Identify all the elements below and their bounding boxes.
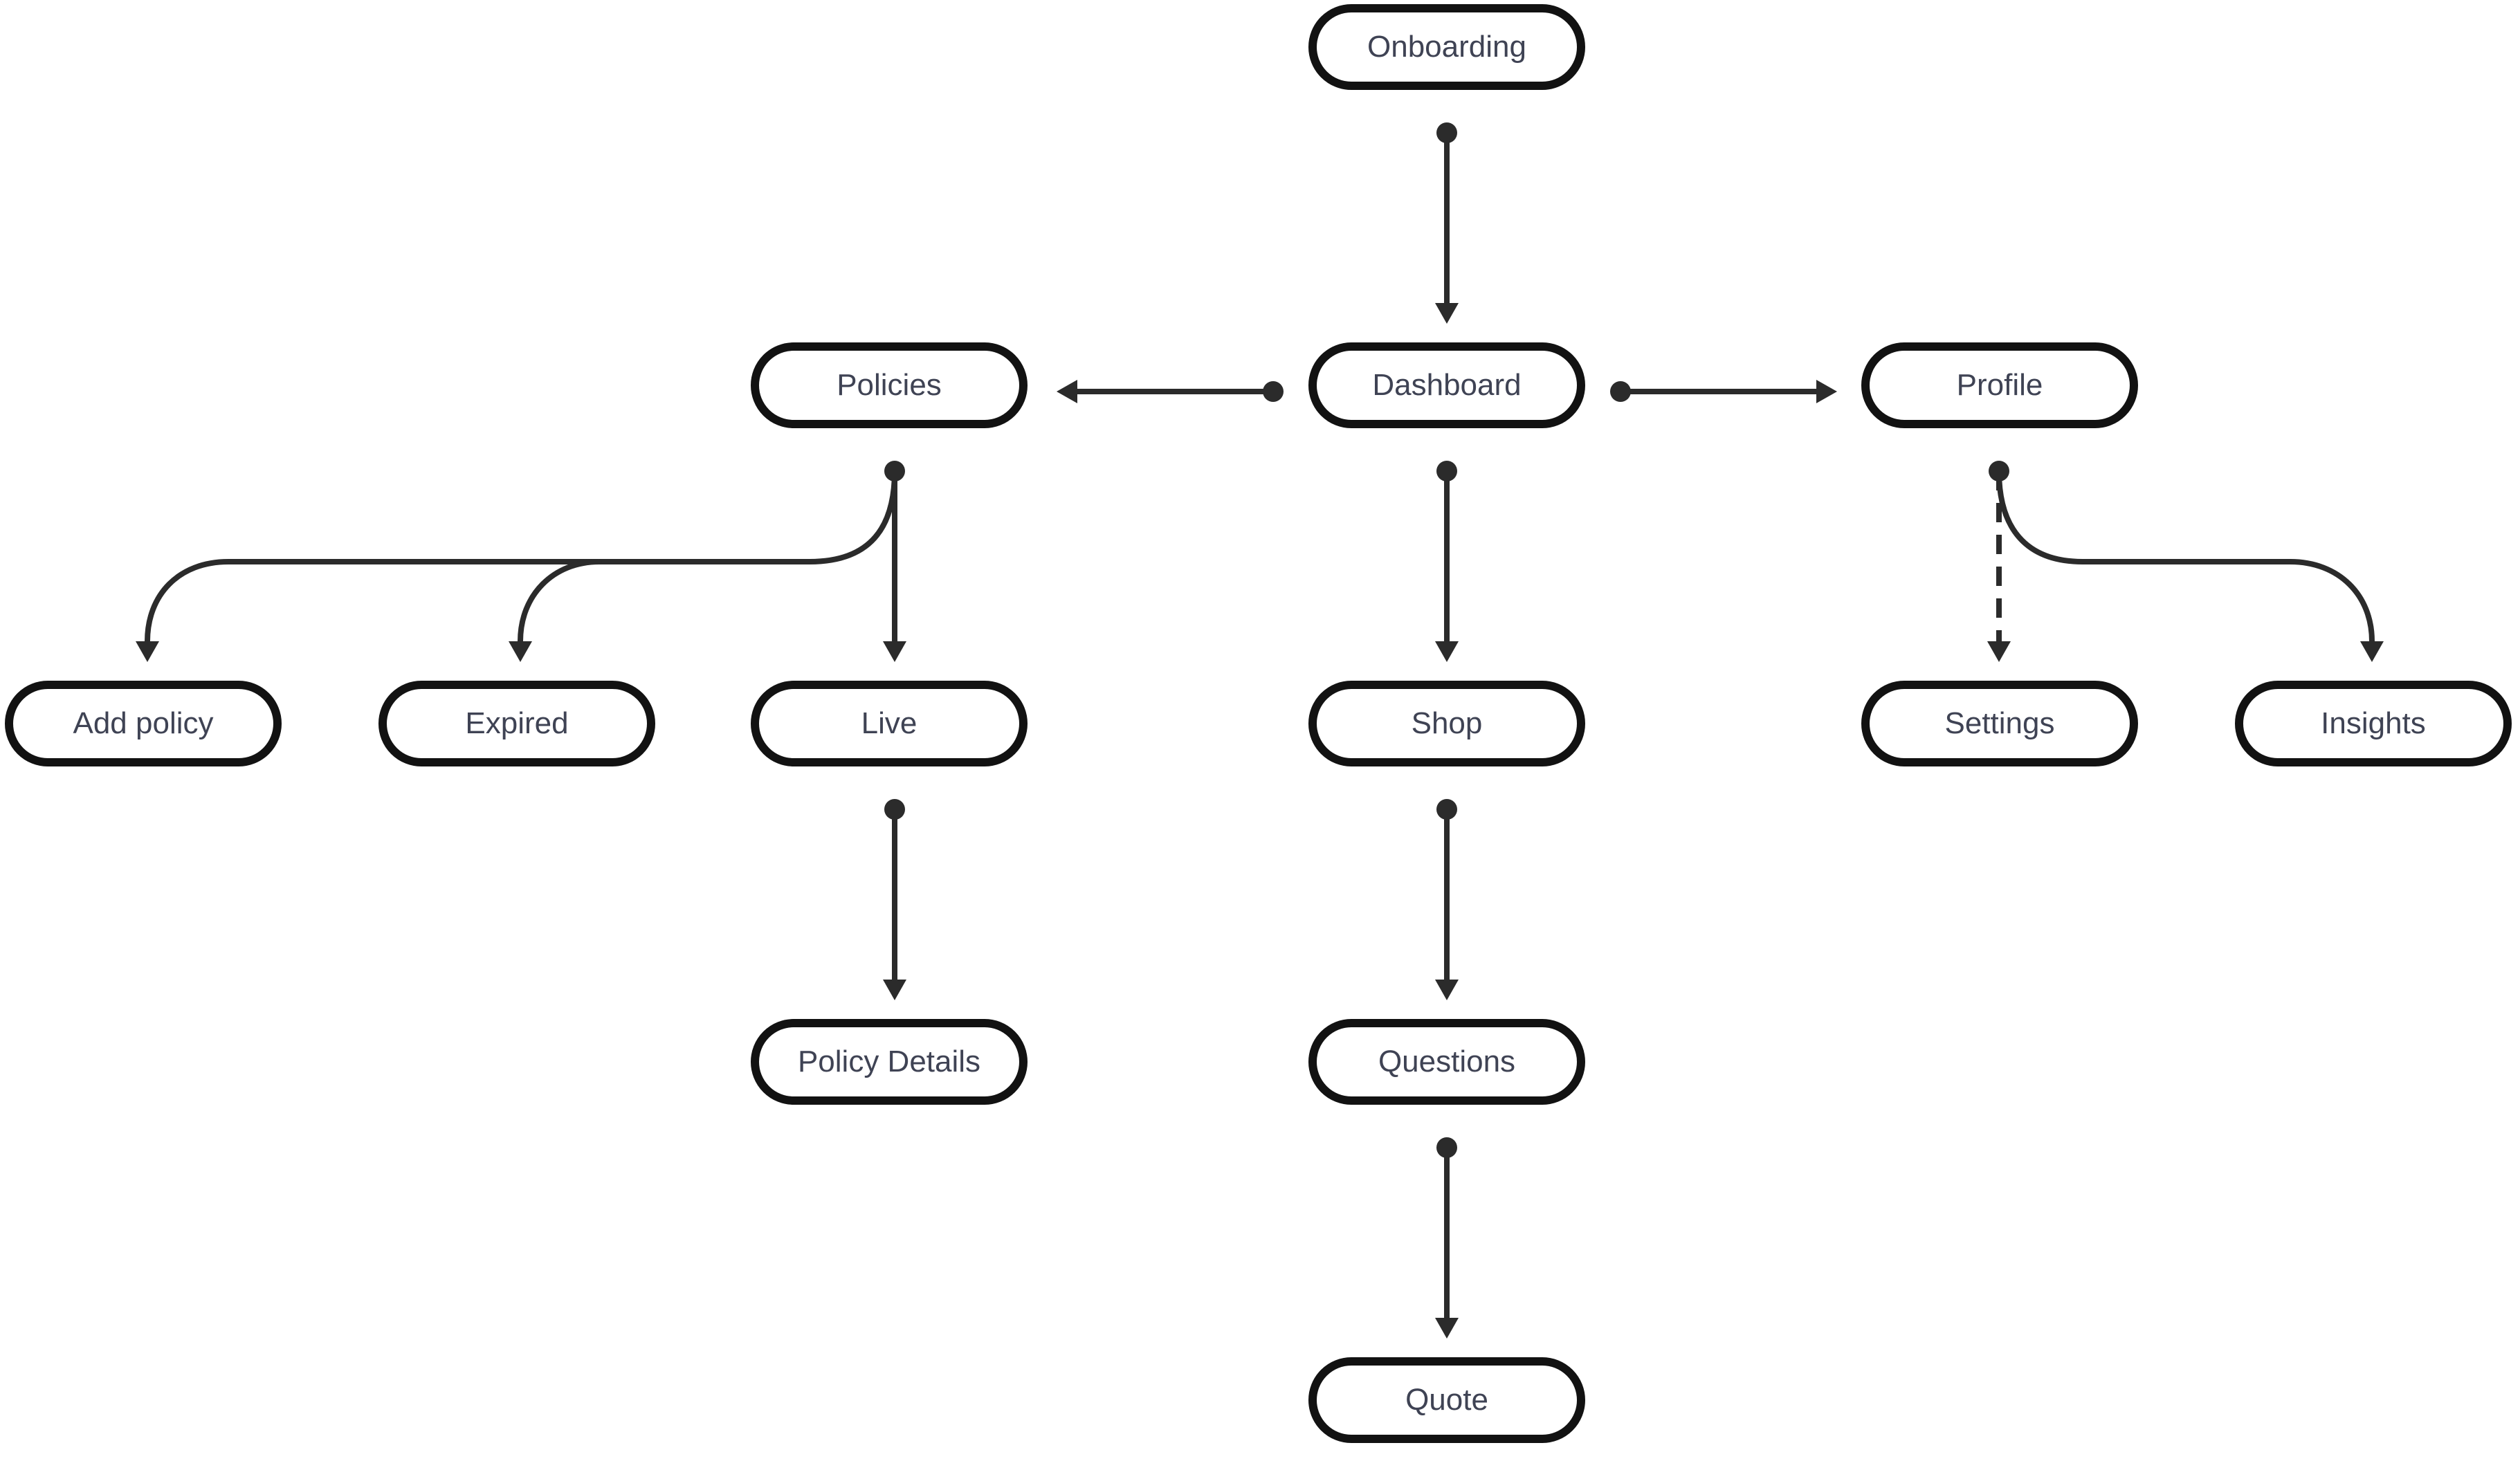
connector-origin-dot xyxy=(1436,461,1457,481)
node-label: Add policy xyxy=(73,706,214,740)
node-label: Policies xyxy=(837,368,942,402)
node-policies[interactable]: Policies xyxy=(751,342,1028,428)
connector-origin-dot xyxy=(1263,381,1284,402)
node-add-policy[interactable]: Add policy xyxy=(5,681,282,766)
node-live[interactable]: Live xyxy=(751,681,1028,766)
node-label: Insights xyxy=(2321,706,2426,740)
node-label: Quote xyxy=(1405,1383,1488,1417)
connector-origin-dot xyxy=(1436,799,1457,820)
node-expired[interactable]: Expired xyxy=(378,681,655,766)
node-label: Shop xyxy=(1411,706,1483,740)
node-insights[interactable]: Insights xyxy=(2235,681,2512,766)
node-policy-details[interactable]: Policy Details xyxy=(751,1019,1028,1105)
node-label: Settings xyxy=(1944,706,2055,740)
node-settings[interactable]: Settings xyxy=(1861,681,2138,766)
node-questions[interactable]: Questions xyxy=(1308,1019,1585,1105)
connector-origin-dot xyxy=(884,461,905,481)
node-label: Questions xyxy=(1378,1045,1516,1078)
connector-origin-dot xyxy=(1610,381,1631,402)
connector-policies-expired xyxy=(509,559,602,662)
connector-policies-add-policy xyxy=(136,468,897,662)
node-quote[interactable]: Quote xyxy=(1308,1357,1585,1443)
connector-profile-insights xyxy=(1996,468,2384,662)
node-profile[interactable]: Profile xyxy=(1861,342,2138,428)
node-onboarding[interactable]: Onboarding xyxy=(1308,4,1585,90)
connector-origin-dot xyxy=(1436,122,1457,143)
node-label: Expired xyxy=(465,706,569,740)
node-label: Onboarding xyxy=(1367,30,1526,64)
node-label: Live xyxy=(861,706,917,740)
connector-origin-dot xyxy=(884,799,905,820)
node-label: Policy Details xyxy=(797,1045,981,1078)
node-shop[interactable]: Shop xyxy=(1308,681,1585,766)
node-dashboard[interactable]: Dashboard xyxy=(1308,342,1585,428)
connector-origin-dot xyxy=(1436,1137,1457,1158)
connector-origin-dot xyxy=(1989,461,2009,481)
node-label: Dashboard xyxy=(1372,368,1522,402)
node-label: Profile xyxy=(1956,368,2043,402)
